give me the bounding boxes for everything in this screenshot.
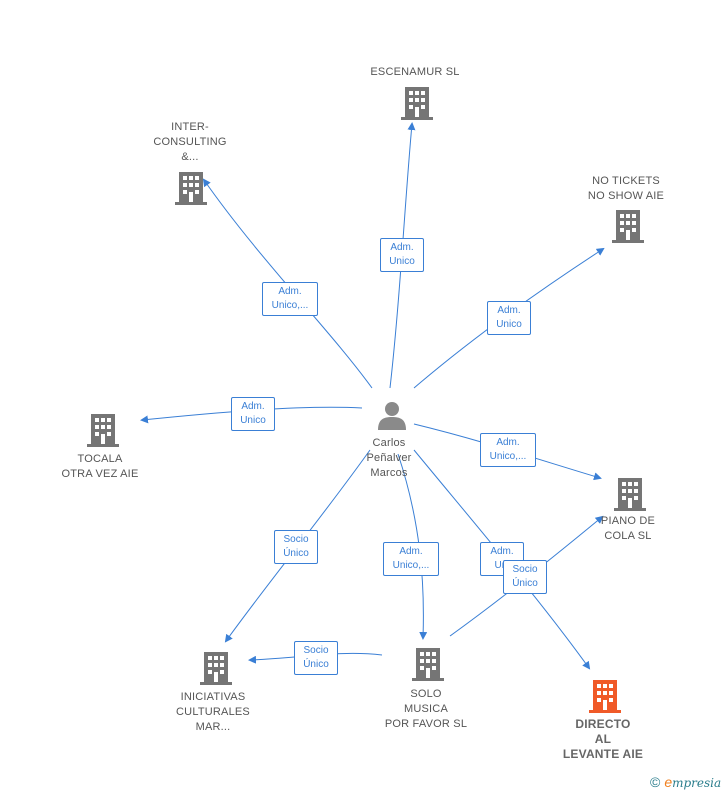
building-icon-solo[interactable] <box>411 646 445 682</box>
company-label-iniciativas[interactable]: INICIATIVAS CULTURALES MAR... <box>176 691 250 733</box>
company-label-inter[interactable]: INTER- CONSULTING &... <box>153 121 227 163</box>
copyright-symbol: © <box>650 774 661 790</box>
relation-badge-inter[interactable]: Adm. Unico,... <box>262 282 318 316</box>
building-icon-directo[interactable] <box>588 678 622 714</box>
relation-badge-solo[interactable]: Adm. Unico,... <box>383 542 439 576</box>
building-icon-escenamur[interactable] <box>400 85 434 121</box>
building-icon-piano[interactable] <box>613 476 647 512</box>
brand-footer[interactable]: © empresia <box>650 774 721 790</box>
relation-badge-tocala[interactable]: Adm. Unico <box>231 397 275 431</box>
company-label-notickets[interactable]: NO TICKETS NO SHOW AIE <box>587 175 665 202</box>
company-label-directo[interactable]: DIRECTO AL LEVANTE AIE <box>562 717 644 761</box>
building-icon-notickets[interactable] <box>611 208 645 244</box>
company-label-solo[interactable]: SOLO MUSICA POR FAVOR SL <box>384 688 468 730</box>
building-icon-tocala[interactable] <box>86 412 120 448</box>
relation-badge-piano[interactable]: Adm. Unico,... <box>480 433 536 467</box>
relation-badge-escenamur[interactable]: Adm. Unico <box>380 238 424 272</box>
empresia-logo: empresia <box>664 774 722 790</box>
building-icon-iniciativas[interactable] <box>199 650 233 686</box>
company-label-piano[interactable]: PIANO DE COLA SL <box>600 515 656 542</box>
person-name[interactable]: Carlos Peñalver Marcos <box>366 437 412 479</box>
company-label-tocala[interactable]: TOCALA OTRA VEZ AIE <box>61 453 139 480</box>
relation-badge-iniciativas[interactable]: Socio Único <box>274 530 318 564</box>
relation-badge-notickets[interactable]: Adm. Unico <box>487 301 531 335</box>
company-label-escenamur[interactable]: ESCENAMUR SL <box>370 66 460 78</box>
person-icon[interactable] <box>376 400 408 430</box>
relation-badge-solo-iniciativas[interactable]: Socio Único <box>294 641 338 675</box>
relation-badge-solo-piano[interactable]: Socio Único <box>503 560 547 594</box>
building-icon-inter[interactable] <box>174 170 208 206</box>
